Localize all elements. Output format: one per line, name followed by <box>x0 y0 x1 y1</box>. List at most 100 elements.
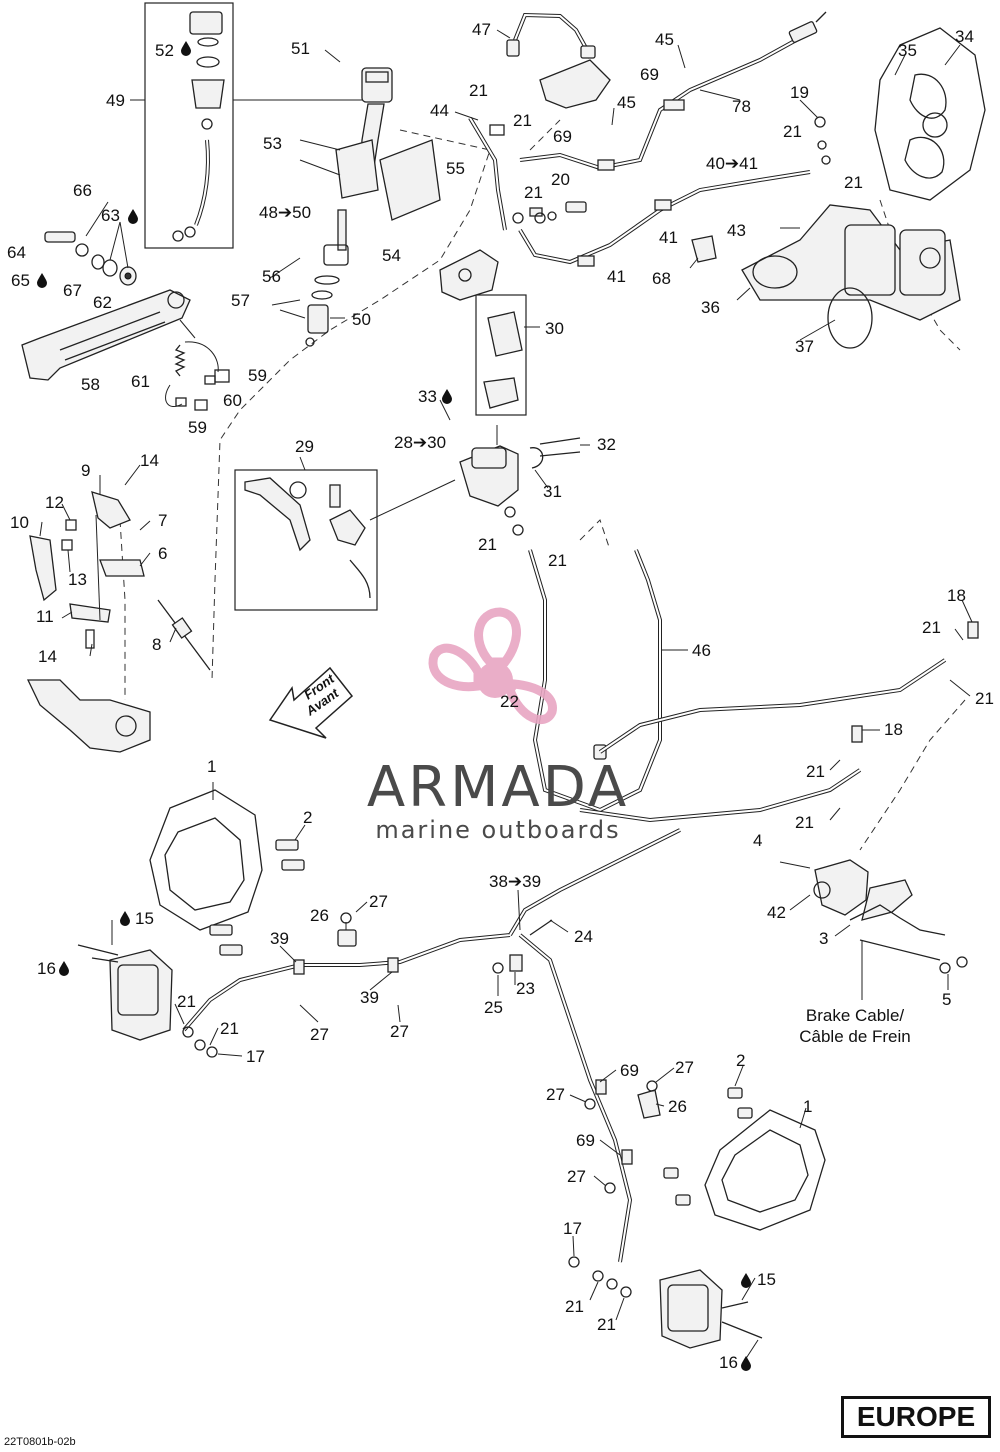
callout: 23 <box>516 979 535 998</box>
callout: 6 <box>158 544 167 563</box>
callout: 12 <box>45 493 64 512</box>
callout: 65 <box>11 271 30 290</box>
callout: 26 <box>668 1097 687 1116</box>
brake-line-junction <box>492 828 681 1263</box>
callout: 21 <box>469 81 488 100</box>
brake-lever <box>244 477 456 599</box>
callout: 21 <box>478 535 497 554</box>
callout: 54 <box>382 246 401 265</box>
callout-labels: 52 49 51 47 45 78 35 34 21 44 21 69 45 1… <box>7 20 994 1372</box>
callout: 24 <box>574 927 593 946</box>
routing-lines <box>119 119 966 851</box>
callout: 2 <box>736 1051 745 1070</box>
callout: 27 <box>369 892 388 911</box>
callout: 11 <box>36 607 54 626</box>
callout: 42 <box>767 903 786 922</box>
callout: 2 <box>303 808 312 827</box>
callout: 45 <box>655 30 674 49</box>
callout: 8 <box>152 635 161 654</box>
callout: 44 <box>430 101 449 120</box>
master-cylinder-kit <box>172 11 225 242</box>
callout: 18 <box>884 720 903 739</box>
callout: 21 <box>177 992 196 1011</box>
callout: 21 <box>922 618 941 637</box>
callout: 66 <box>73 181 92 200</box>
callout: 14 <box>38 647 57 666</box>
callout: 36 <box>701 298 720 317</box>
watermark-logo-icon <box>428 607 557 725</box>
front-brake-hoses <box>528 549 979 823</box>
callout: 21 <box>783 122 802 141</box>
callout: 9 <box>81 461 90 480</box>
region-badge: EUROPE <box>841 1396 991 1438</box>
callout: 27 <box>310 1025 329 1044</box>
callout: 69 <box>620 1061 639 1080</box>
lubricant-drop-icons <box>37 41 751 1371</box>
callout: 21 <box>548 551 567 570</box>
front-master-cylinder <box>459 311 581 536</box>
handlebar-control <box>26 491 211 753</box>
callout: 29 <box>295 437 314 456</box>
reservoir-cover-detail-frame <box>475 294 527 416</box>
callout: 52 <box>155 41 174 60</box>
callout: 20 <box>551 170 570 189</box>
callout: 16 <box>719 1353 738 1372</box>
lubricant-drop-icon <box>442 389 452 404</box>
callout: 1 <box>803 1097 812 1116</box>
lubricant-drop-icon <box>128 209 138 224</box>
callout: 64 <box>7 243 26 262</box>
rear-brake-disc <box>874 27 986 201</box>
lubricant-drop-icon <box>120 911 130 926</box>
callout: 46 <box>692 641 711 660</box>
rear-brake-caliper <box>691 116 961 349</box>
callout: 30 <box>545 319 564 338</box>
lubricant-drop-icon <box>37 273 47 288</box>
callout: 10 <box>10 513 29 532</box>
callout: 39 <box>270 929 289 948</box>
brake-pedal <box>21 231 191 381</box>
callout: 17 <box>246 1047 265 1066</box>
callout: 15 <box>757 1270 776 1289</box>
callout: 13 <box>68 570 87 589</box>
callout: 38➔39 <box>489 872 541 891</box>
front-direction-arrow-icon: Front Avant <box>268 666 354 739</box>
callout: 14 <box>140 451 159 470</box>
callout: 51 <box>291 39 310 58</box>
callout: 49 <box>106 91 125 110</box>
callout: 27 <box>675 1058 694 1077</box>
callout: 27 <box>390 1022 409 1041</box>
callout: 53 <box>263 134 282 153</box>
callout: 32 <box>597 435 616 454</box>
rear-master-cylinder <box>299 67 441 221</box>
callout: 43 <box>727 221 746 240</box>
callout: 4 <box>753 831 762 850</box>
watermark-tagline: marine outboards <box>375 816 620 844</box>
callout: 55 <box>446 159 465 178</box>
front-right-brake-disc <box>663 1087 826 1231</box>
callout: 21 <box>524 183 543 202</box>
callout: 41 <box>607 267 626 286</box>
callout: 61 <box>131 372 150 391</box>
callout: 21 <box>975 689 994 708</box>
brake-cable-label: Brake Cable/ Câble de Frein <box>760 1005 950 1047</box>
lubricant-drop-icon <box>59 961 69 976</box>
callout: 19 <box>790 83 809 102</box>
callout: 21 <box>565 1297 584 1316</box>
callout: 33 <box>418 387 437 406</box>
brake-lever-detail-frame <box>234 469 378 611</box>
lubricant-drop-icon <box>741 1273 751 1288</box>
reference-code: 22T0801b-02b <box>4 1436 76 1448</box>
lubricant-drop-icon <box>181 41 191 56</box>
callout: 67 <box>63 281 82 300</box>
callout: 50 <box>352 310 371 329</box>
front-left-brake-disc <box>149 789 305 956</box>
callout: 68 <box>652 269 671 288</box>
callout: 26 <box>310 906 329 925</box>
callout: 3 <box>819 929 828 948</box>
callout: 48➔50 <box>259 203 311 222</box>
callout: 34 <box>955 27 974 46</box>
callout: 18 <box>947 586 966 605</box>
callout: 21 <box>597 1315 616 1334</box>
callout: 21 <box>844 173 863 192</box>
